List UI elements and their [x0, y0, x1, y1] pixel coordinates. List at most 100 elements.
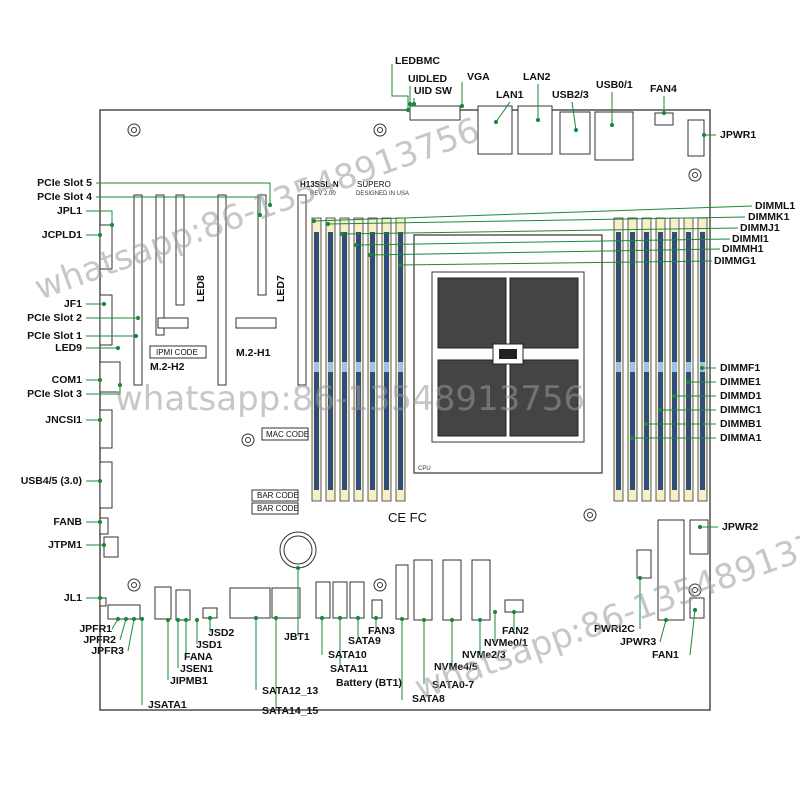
- label-left-4: JF1: [64, 298, 82, 310]
- leader-line: [313, 205, 753, 222]
- leader-tip: [411, 101, 417, 107]
- leader-tip: [115, 616, 121, 622]
- leader-line: [391, 64, 409, 110]
- leader-tip: [273, 615, 279, 621]
- leader-tip: [101, 301, 107, 307]
- label-right-11: DIMMB1: [720, 418, 762, 430]
- bar-code-label-2: BAR CODE: [257, 504, 299, 513]
- label-right-2: DIMMK1: [748, 211, 790, 223]
- leader-tip: [207, 615, 213, 621]
- leader-tip: [701, 132, 707, 138]
- leader-tip: [135, 315, 141, 321]
- leader-tip: [643, 421, 649, 427]
- dimm-contacts: [658, 232, 663, 490]
- label-left-13: JTPM1: [48, 539, 82, 551]
- label-bottom-7: SATA12_13: [262, 685, 318, 697]
- label-bottom-13: FAN3: [368, 625, 395, 637]
- cert-mark: CE FC: [388, 510, 427, 525]
- label-right-10: DIMMC1: [720, 404, 762, 416]
- dimm-contacts: [398, 232, 403, 490]
- leader-tip: [492, 609, 498, 615]
- leader-tip: [692, 607, 698, 613]
- leader-tip: [449, 617, 455, 623]
- bar-code-label-1: BAR CODE: [257, 491, 299, 500]
- label-left-0: PCIe Slot 5: [37, 177, 92, 189]
- dimm-contacts: [356, 232, 361, 490]
- dimm-contacts: [384, 232, 389, 490]
- leader-tip: [97, 478, 103, 484]
- leader-line: [399, 260, 713, 266]
- pcie-slots: [133, 194, 307, 386]
- label-inner-0: LED8: [195, 275, 207, 302]
- board-revision: REV 2.00: [310, 191, 336, 197]
- label-left-6: PCIe Slot 1: [27, 330, 82, 342]
- leader-tip: [373, 615, 379, 621]
- leader-line: [96, 196, 261, 215]
- leader-tip: [405, 107, 411, 113]
- dimm-key: [398, 362, 403, 372]
- label-bottom-19: FAN2: [502, 625, 529, 637]
- label-right-15: JPWR3: [620, 636, 656, 648]
- cpu-socket: CPU: [413, 234, 603, 474]
- leader-tip: [685, 379, 691, 385]
- leader-tip: [97, 232, 103, 238]
- leader-tip: [367, 252, 373, 258]
- leader-tip: [117, 382, 123, 388]
- dimm-key: [644, 362, 649, 372]
- dimm-contacts: [700, 232, 705, 490]
- dimm-key: [328, 362, 333, 372]
- dimm-contacts: [314, 232, 319, 490]
- leader-tip: [397, 262, 403, 268]
- leader-tip: [535, 117, 541, 123]
- leader-tip: [511, 609, 517, 615]
- label-top-4: LAN1: [496, 89, 524, 101]
- leader-line: [327, 216, 746, 225]
- label-right-6: DIMMG1: [714, 255, 756, 267]
- leader-line: [86, 210, 113, 225]
- label-left-12: FANB: [53, 516, 82, 528]
- leader-line: [495, 101, 511, 123]
- leader-tip: [699, 365, 705, 371]
- dimm-key: [384, 362, 389, 372]
- leader-line: [689, 609, 696, 656]
- leader-tip: [131, 616, 137, 622]
- leader-line: [355, 238, 731, 246]
- label-left-16: JPFR2: [83, 634, 116, 646]
- leader-line: [119, 618, 127, 641]
- label-right-9: DIMMD1: [720, 390, 762, 402]
- board-brand: SUPERO: [357, 180, 391, 189]
- label-right-0: JPWR1: [720, 129, 756, 141]
- label-right-1: DIMML1: [755, 200, 795, 212]
- leader-tip: [573, 127, 579, 133]
- label-right-14: PWRI2C: [594, 623, 635, 635]
- dimm-key: [672, 362, 677, 372]
- mounting-holes: [127, 123, 702, 597]
- label-bottom-14: SATA8: [412, 693, 445, 705]
- label-left-14: JL1: [64, 592, 82, 604]
- label-top-7: USB0/1: [596, 79, 633, 91]
- leader-tip: [339, 231, 345, 237]
- dimm-key: [686, 362, 691, 372]
- leader-line: [127, 618, 135, 652]
- leader-tip: [311, 218, 317, 224]
- leader-tip: [459, 103, 465, 109]
- dimm-contacts: [686, 232, 691, 490]
- leader-tip: [353, 242, 359, 248]
- label-inner-3: M.2-H1: [236, 347, 271, 359]
- dimm-contacts: [672, 232, 677, 490]
- label-bottom-4: JIPMB1: [170, 675, 208, 687]
- label-bottom-0: JSD2: [208, 627, 234, 639]
- label-left-7: LED9: [55, 342, 82, 354]
- leader-tip: [399, 616, 405, 622]
- label-top-3: VGA: [467, 71, 490, 83]
- leader-tip: [663, 617, 669, 623]
- label-left-5: PCIe Slot 2: [27, 312, 82, 324]
- label-right-4: DIMMI1: [732, 233, 769, 245]
- label-right-8: DIMME1: [720, 376, 761, 388]
- leader-line: [86, 385, 121, 395]
- leader-tip: [477, 617, 483, 623]
- leader-tip: [97, 519, 103, 525]
- dimm-key: [630, 362, 635, 372]
- label-top-0: LEDBMC: [395, 55, 440, 67]
- leader-tip: [115, 345, 121, 351]
